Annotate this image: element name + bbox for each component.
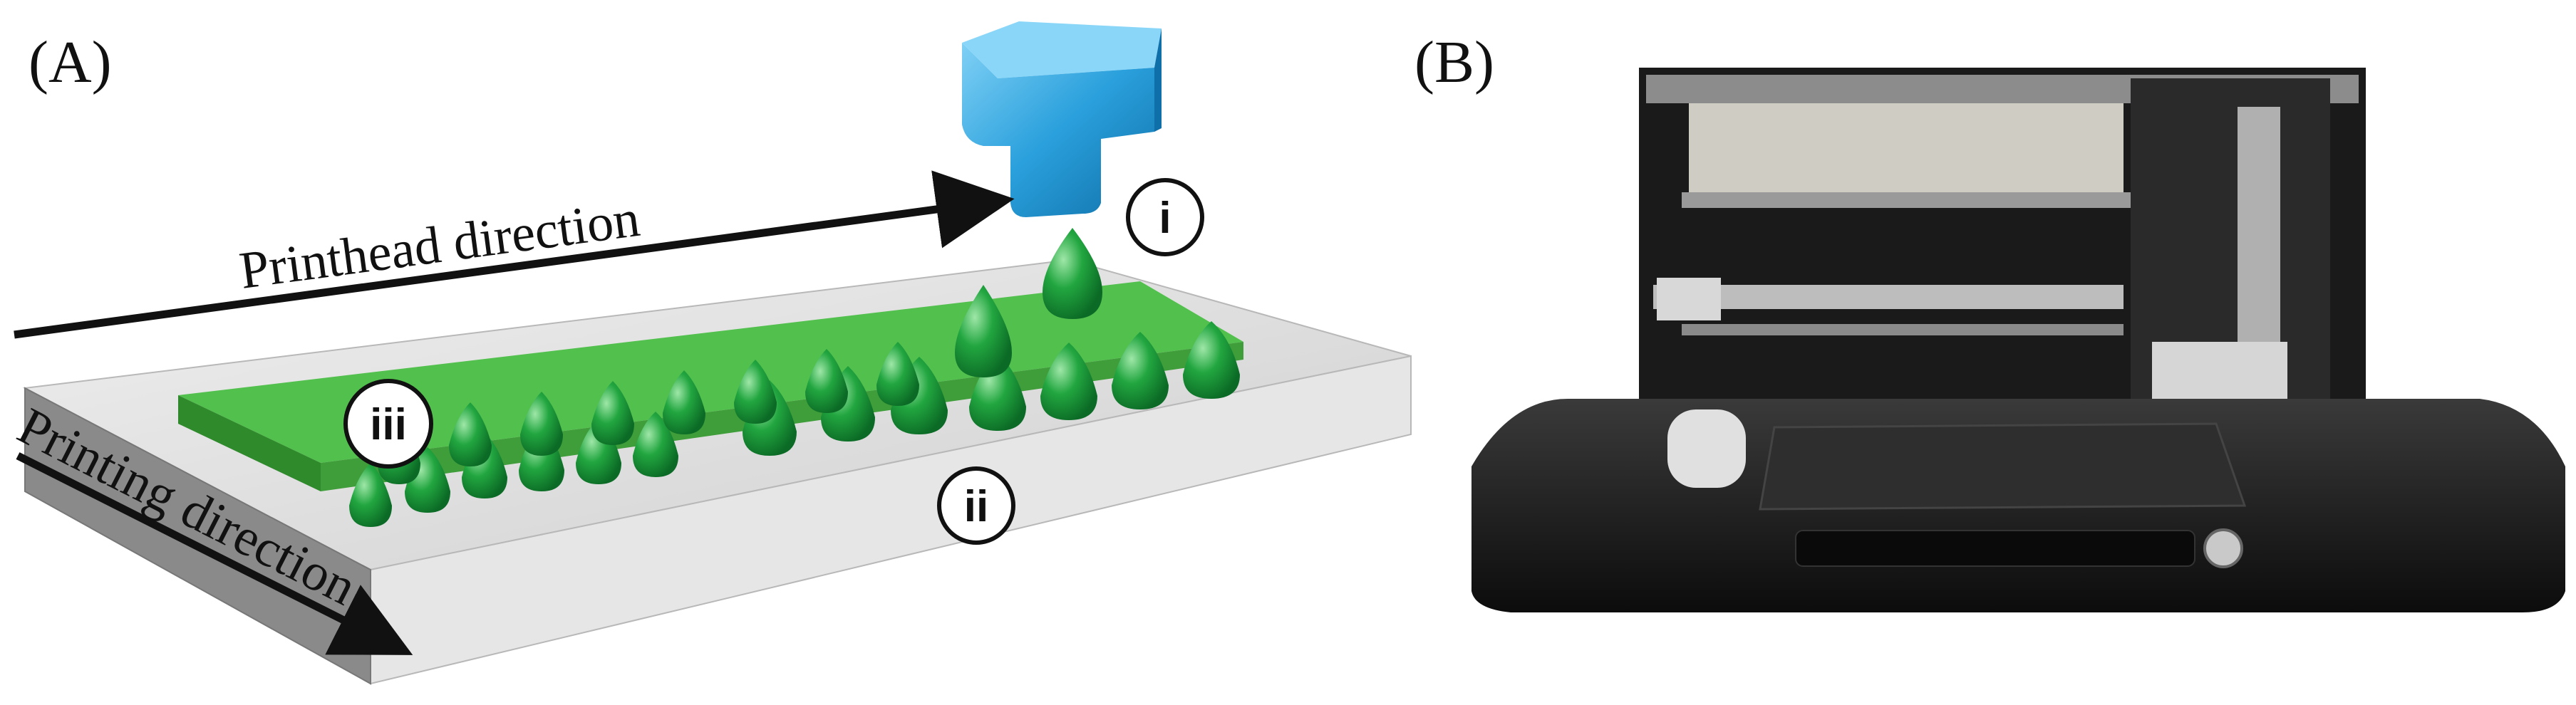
printer-back-panel — [1689, 103, 2124, 203]
marker-i: i — [1126, 178, 1204, 256]
printer-head-nozzles — [2152, 342, 2287, 406]
printhead-direction-arrow — [14, 170, 1015, 339]
printer-power-button — [2203, 528, 2243, 568]
printer-motor — [1657, 278, 1721, 320]
droplet — [349, 463, 392, 527]
droplet — [449, 402, 492, 466]
droplet — [591, 381, 634, 445]
droplet — [520, 392, 563, 456]
falling-droplets — [955, 228, 1102, 377]
printer-head-cable — [2238, 107, 2280, 342]
marker-i-label: i — [1159, 194, 1171, 243]
printhead — [962, 21, 1162, 217]
droplet — [734, 360, 777, 424]
droplet — [1183, 321, 1240, 399]
droplet — [876, 342, 919, 406]
marker-iii: iii — [343, 379, 433, 469]
printhead-body — [962, 43, 1154, 217]
panel-b: (B) — [1414, 29, 2565, 612]
printhead-direction-label: Printhead direction — [236, 189, 643, 301]
marker-ii-label: ii — [964, 482, 988, 531]
droplet — [1112, 332, 1169, 409]
droplet — [1040, 343, 1097, 420]
panel-a: (A) — [9, 21, 1412, 685]
panel-a-label: (A) — [29, 29, 112, 95]
printer-gantry — [1653, 285, 2124, 309]
printer-gantry-lower — [1682, 324, 2124, 335]
printhead-top — [962, 21, 1162, 78]
printer-build-plate — [1759, 422, 2247, 511]
printing-direction-arrow — [16, 452, 413, 655]
droplet — [805, 349, 848, 413]
printer-front-slot — [1795, 530, 2195, 567]
falling-droplet — [955, 285, 1012, 377]
marker-iii-label: iii — [370, 400, 407, 449]
panel-b-label: (B) — [1414, 29, 1494, 95]
printer-rail — [1682, 192, 2252, 208]
falling-droplet — [1043, 228, 1102, 319]
droplet — [663, 370, 705, 434]
printer-roller — [1667, 409, 1746, 488]
printed-layer-side — [178, 395, 321, 491]
droplet — [633, 412, 678, 477]
printhead-side — [1154, 28, 1162, 132]
printer-photo — [1471, 68, 2565, 612]
marker-ii: ii — [937, 466, 1015, 545]
